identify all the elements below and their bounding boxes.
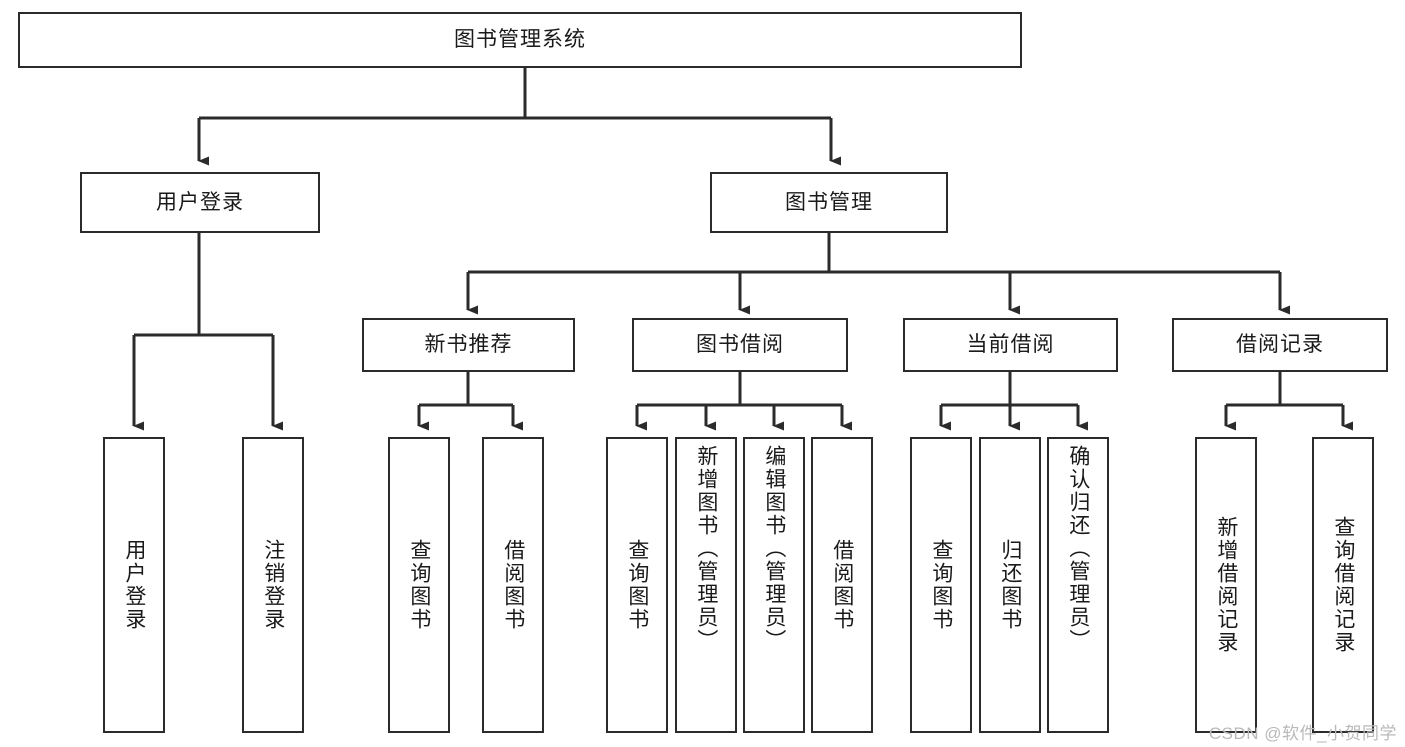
node-borrow-record[interactable]: 借阅记录 (1172, 318, 1388, 372)
node-book-manage[interactable]: 图书管理 (710, 172, 948, 233)
leaf-current-borrow-2[interactable]: 归还图书 (979, 437, 1041, 733)
node-book-borrow[interactable]: 图书借阅 (632, 318, 848, 372)
leaf-user-login-2[interactable]: 注销登录 (242, 437, 304, 733)
leaf-current-borrow-3[interactable]: 确认归还（管理员） (1047, 437, 1109, 733)
leaf-book-borrow-2[interactable]: 新增图书（管理员） (675, 437, 737, 733)
leaf-new-book-recommend-2[interactable]: 借阅图书 (482, 437, 544, 733)
leaf-book-borrow-3[interactable]: 编辑图书（管理员） (743, 437, 805, 733)
node-root-system[interactable]: 图书管理系统 (18, 12, 1022, 68)
leaf-book-borrow-4[interactable]: 借阅图书 (811, 437, 873, 733)
leaf-borrow-record-2[interactable]: 查询借阅记录 (1312, 437, 1374, 733)
node-new-book-recommend[interactable]: 新书推荐 (362, 318, 575, 372)
csdn-watermark: CSDN @软件_小贺同学 (1208, 724, 1397, 743)
leaf-current-borrow-1[interactable]: 查询图书 (910, 437, 972, 733)
leaf-borrow-record-1[interactable]: 新增借阅记录 (1195, 437, 1257, 733)
leaf-book-borrow-1[interactable]: 查询图书 (606, 437, 668, 733)
node-current-borrow[interactable]: 当前借阅 (903, 318, 1118, 372)
leaf-new-book-recommend-1[interactable]: 查询图书 (388, 437, 450, 733)
leaf-user-login-1[interactable]: 用户登录 (103, 437, 165, 733)
node-user-login[interactable]: 用户登录 (80, 172, 320, 233)
